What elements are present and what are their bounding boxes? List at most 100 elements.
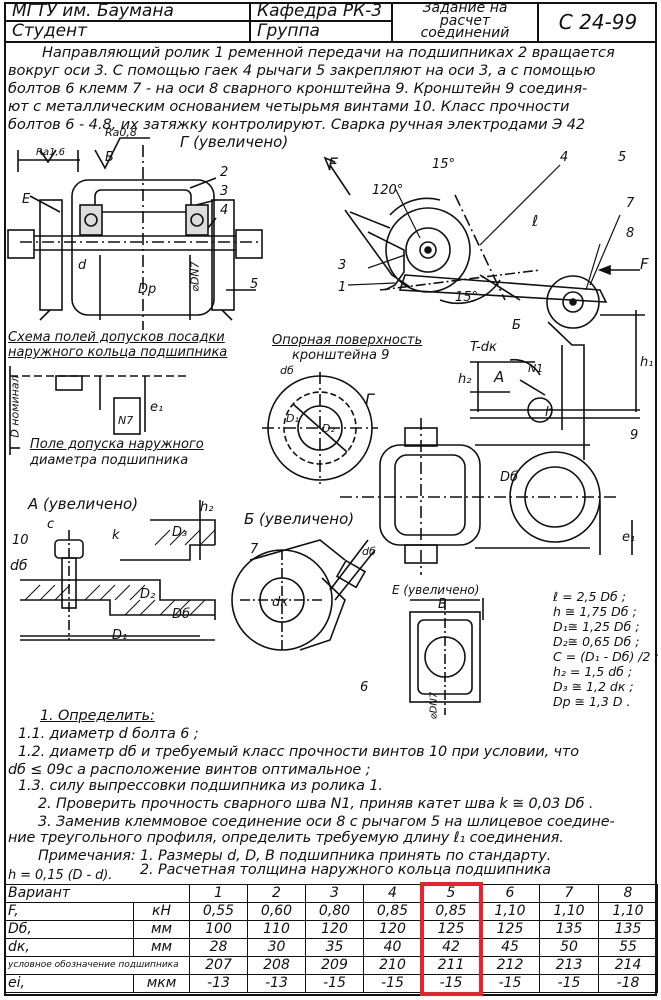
- part-5-top: 5: [250, 277, 259, 292]
- weld-n1-label: N1: [528, 362, 544, 375]
- part-10-label: 10: [12, 533, 29, 548]
- row-unit: мкм: [133, 974, 190, 993]
- row-unit: кН: [133, 902, 190, 921]
- dim-e1-bracket: e₁: [622, 530, 636, 545]
- task-line-9: 2. Расчетная толщина наружного кольца по…: [140, 862, 551, 878]
- table-row-ei: ei, мкм -13 -13 -15 -15 -15 -15 -15 -18: [4, 974, 658, 993]
- row-name: dк,: [4, 938, 134, 957]
- part-2-top: 2: [220, 165, 229, 180]
- row-name: Dб,: [4, 920, 134, 939]
- task-line-5: 2. Проверить прочность сварного шва N1, …: [38, 796, 594, 812]
- task-line-4: 1.3. силу выпрессовки подшипника из роли…: [18, 778, 383, 794]
- view-b-clamp: [231, 539, 376, 651]
- dim-dp-label: Dр: [138, 282, 157, 297]
- tasks-heading: 1. Определить:: [40, 708, 155, 724]
- table-cell: 100: [189, 920, 248, 939]
- variant-1: 1: [189, 884, 248, 903]
- institution-cell: МГТУ им. Баумана: [4, 2, 251, 22]
- view-a-marker: А: [494, 368, 505, 386]
- table-cell: 214: [598, 956, 658, 975]
- variant-4: 4: [363, 884, 422, 903]
- support-label-1: Опорная поверхность: [272, 333, 423, 348]
- dim-d-label: d: [78, 258, 87, 273]
- roller-section-view: [7, 137, 263, 330]
- scheme-title-1: Схема полей допусков посадки: [8, 330, 225, 345]
- view-e-label: Е (увеличено): [392, 583, 480, 597]
- task-line-1: 1.1. диаметр d болта 6 ;: [18, 726, 199, 742]
- relation-6: h₂ = 1,5 dб ;: [553, 664, 633, 679]
- field-title-1: Поле допуска наружного: [30, 437, 204, 452]
- angle-15-top: 15°: [432, 157, 456, 172]
- tolerance-n7-label: N7: [118, 414, 134, 427]
- nominal-label: D номинал: [8, 375, 22, 438]
- angle-15-bottom: 15°: [455, 290, 479, 305]
- dim-h2-a: h₂: [200, 500, 214, 515]
- part-1-right: 1: [338, 280, 347, 295]
- task-line-6: 3. Заменив клеммовое соединение оси 8 с …: [38, 814, 615, 830]
- roughness-label: Ra0,8: [105, 126, 137, 139]
- table-row-bearing: условное обозначение подшипника 207 208 …: [4, 956, 658, 975]
- description-line-3: болтов 6 клемм 7 - на оси 8 сварного кро…: [8, 80, 588, 97]
- table-cell: 45: [480, 938, 540, 957]
- description-line-5: болтов 6 - 4.8, их затяжку контролируют.…: [8, 116, 586, 133]
- student-cell: Студент: [4, 22, 251, 43]
- institution: МГТУ им. Баумана: [12, 2, 174, 21]
- dim-d1-circle: D₁: [286, 412, 299, 425]
- dim-c-label: c: [47, 517, 55, 532]
- table-cell: 120: [363, 920, 422, 939]
- tolerance-scheme: [9, 366, 190, 455]
- task-title-line3: соединений: [420, 25, 510, 41]
- relation-2: h ≅ 1,75 Dб ;: [553, 604, 637, 619]
- table-cell: 135: [598, 920, 658, 939]
- row-name: ei,: [4, 974, 134, 993]
- row-unit: мм: [133, 938, 190, 957]
- table-cell: 211: [421, 956, 481, 975]
- view-g-label: Г (увеличено): [180, 133, 289, 151]
- table-cell: 135: [539, 920, 599, 939]
- task-line-7: ние треугольного профиля, определить тре…: [8, 830, 564, 846]
- variant-7: 7: [539, 884, 599, 903]
- part-7-b: 7: [250, 542, 259, 557]
- view-a-label: А (увеличено): [28, 495, 139, 513]
- table-cell: 207: [189, 956, 248, 975]
- table-cell: 1,10: [598, 902, 658, 921]
- part-9-label: 9: [630, 428, 639, 443]
- view-b-label: Б (увеличено): [244, 510, 355, 528]
- dim-h2-label: h₂: [458, 372, 472, 387]
- view-b-marker: Б: [512, 318, 521, 333]
- student-label: Студент: [12, 22, 88, 41]
- table-cell: 1,10: [539, 902, 599, 921]
- table-cell: -15: [480, 974, 540, 993]
- dim-b-label: B: [105, 150, 114, 165]
- dim-d1-a: D₁: [112, 628, 128, 643]
- row-name: F,: [4, 902, 134, 921]
- leader-lines: [347, 164, 621, 291]
- task-title-cell: Задание на расчет соединений: [393, 2, 539, 43]
- variant-header: Вариант: [4, 884, 190, 903]
- table-cell: -15: [539, 974, 599, 993]
- view-e-bearing: [409, 598, 484, 715]
- row-unit: мм: [133, 920, 190, 939]
- department: Кафедра РК-3: [257, 2, 383, 21]
- dim-b-bearing: B: [438, 597, 447, 612]
- variant-2: 2: [247, 884, 306, 903]
- table-cell: 55: [598, 938, 658, 957]
- task-line-2: 1.2. диаметр dб и требуемый класс прочно…: [18, 744, 579, 760]
- dim-db-small-b: dб: [362, 545, 376, 558]
- relation-1: ℓ = 2,5 Dб ;: [553, 589, 626, 604]
- dim-k-label: k: [112, 528, 120, 543]
- part-6-label: 6: [360, 680, 369, 695]
- department-cell: Кафедра РК-3: [251, 2, 393, 22]
- table-row-db: Dб, мм 100 110 120 120 125 125 135 135: [4, 920, 658, 939]
- table-cell: 110: [247, 920, 306, 939]
- dim-db-a: Dб: [172, 607, 191, 622]
- description-line-4: ют с металлическим основанием четырьмя в…: [8, 98, 570, 115]
- code-cell: С 24-99: [539, 2, 657, 43]
- table-cell: 208: [247, 956, 306, 975]
- dim-h1-label: h₁: [640, 355, 654, 370]
- force-label-top: F: [328, 155, 338, 175]
- task-code: С 24-99: [558, 10, 638, 34]
- scheme-title-2: наружного кольца подшипника: [8, 345, 228, 360]
- task-line-3: dб ≤ 09с а расположение винтов оптимальн…: [8, 762, 371, 778]
